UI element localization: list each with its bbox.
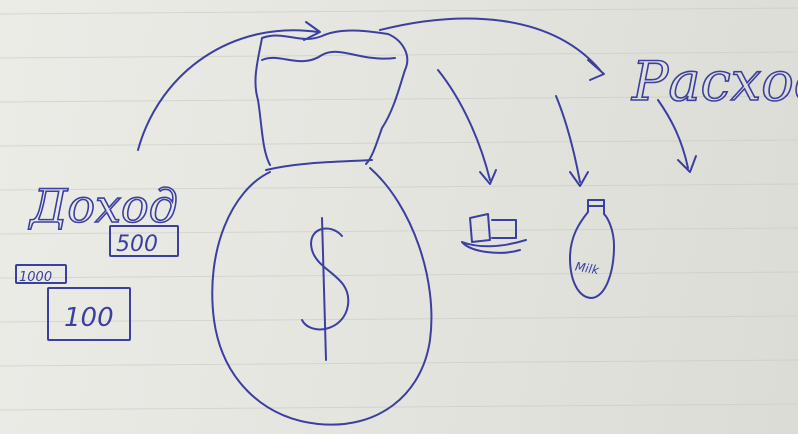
expense-arrow-2 [556, 96, 580, 182]
milk-bottle-icon [570, 200, 614, 298]
income-label: Доход [28, 179, 178, 233]
expense-arrow-3-head [588, 60, 604, 80]
expenses-label: Расход [631, 50, 798, 113]
money-bag-tie [266, 160, 372, 170]
expense-arrow-3 [380, 19, 600, 70]
banknote-1000-value: 1000 [19, 270, 52, 285]
expense-arrow-1 [438, 70, 490, 180]
banknote-100-value: 100 [64, 303, 114, 333]
income-arrow [138, 30, 318, 150]
milk-label: Milk [574, 259, 601, 277]
money-bag-body [212, 168, 431, 425]
banknote-500-value: 500 [116, 232, 158, 257]
money-bag-top [255, 31, 407, 166]
dollar-sign [302, 218, 348, 360]
bread-icon [462, 214, 526, 253]
